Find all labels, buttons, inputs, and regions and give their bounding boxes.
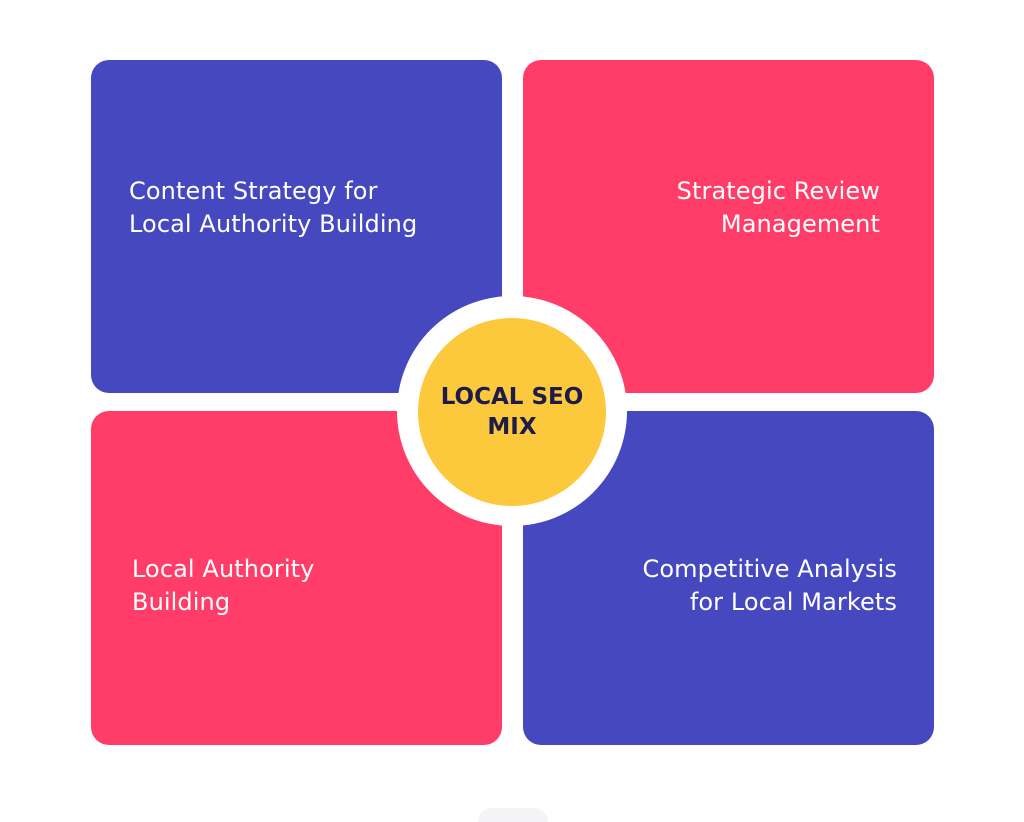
quadrant-label-competitive-analysis: Competitive Analysis for Local Markets <box>642 555 897 616</box>
quadrant-local-authority: Local Authority Building <box>91 411 502 745</box>
center-label: LOCAL SEO MIX <box>440 384 584 440</box>
quadrant-content-strategy: Content Strategy for Local Authority Bui… <box>91 60 502 393</box>
quadrant-label-local-authority: Local Authority Building <box>132 555 315 616</box>
center-hub: LOCAL SEO MIX <box>418 318 606 506</box>
bottom-fade-shape <box>478 808 548 822</box>
quadrant-label-content-strategy: Content Strategy for Local Authority Bui… <box>129 177 418 238</box>
quadrant-label-review-management: Strategic Review Management <box>676 177 880 238</box>
